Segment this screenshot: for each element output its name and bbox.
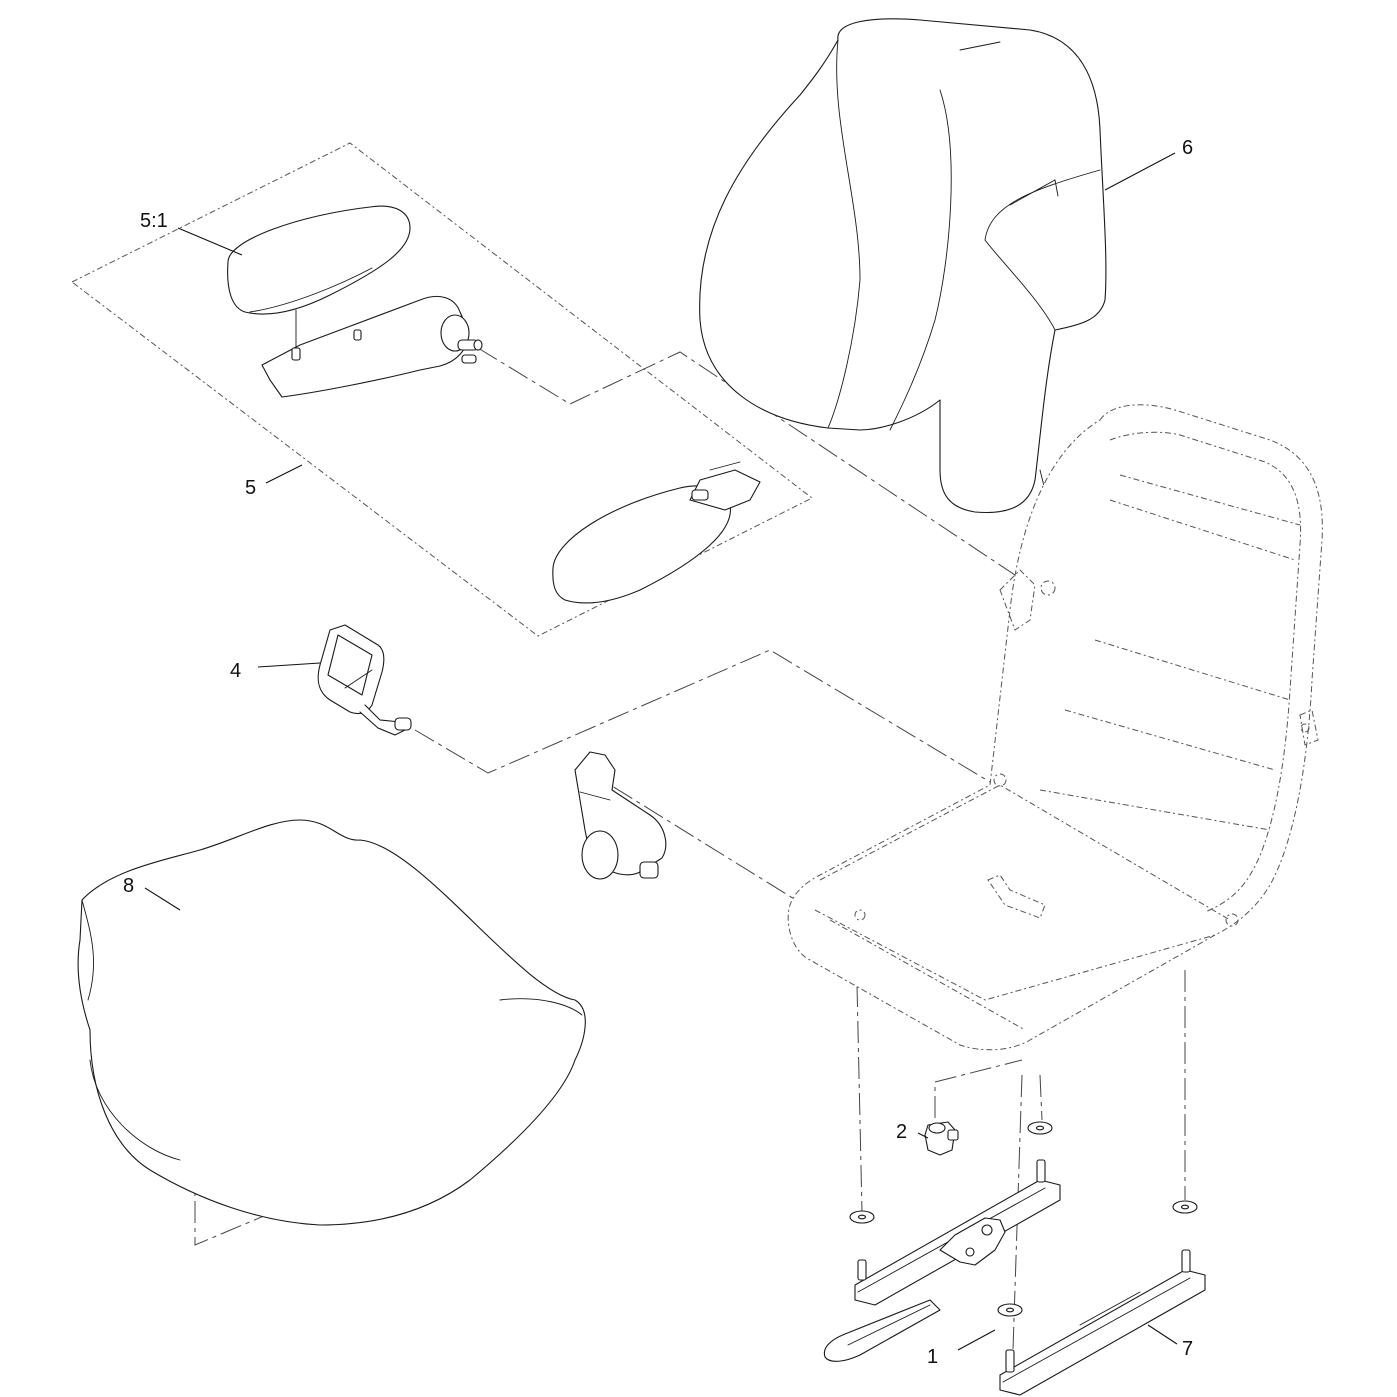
callout-5-1: 5:1 (140, 210, 168, 232)
seat-back-cushion (699, 18, 1107, 514)
seat-slide-rail-left (823, 1159, 1061, 1362)
assembly-paths (194, 347, 1186, 1381)
seat-cushion (77, 819, 586, 1226)
callout-4: 4 (230, 660, 242, 682)
armrest-assembled-lower (552, 461, 761, 604)
seat-frame (787, 404, 1323, 1051)
callout-8: 8 (123, 875, 135, 897)
callout-2: 2 (896, 1121, 908, 1143)
seat-belt-buckle (317, 624, 412, 736)
seat-switch (924, 1121, 959, 1156)
callout-7: 7 (1182, 1338, 1194, 1360)
seat-slide-rail-right (999, 1249, 1206, 1396)
callout-5: 5 (245, 477, 257, 499)
seat-belt-retractor (574, 751, 667, 880)
armrest-bracket-upper (261, 295, 483, 398)
callout-1: 1 (927, 1346, 939, 1368)
leader-lines (144, 152, 1178, 1351)
washers (849, 1121, 1198, 1317)
armrest-assembly-boundary (71, 142, 813, 637)
armrest-pad (227, 205, 411, 315)
callout-6: 6 (1182, 137, 1194, 159)
